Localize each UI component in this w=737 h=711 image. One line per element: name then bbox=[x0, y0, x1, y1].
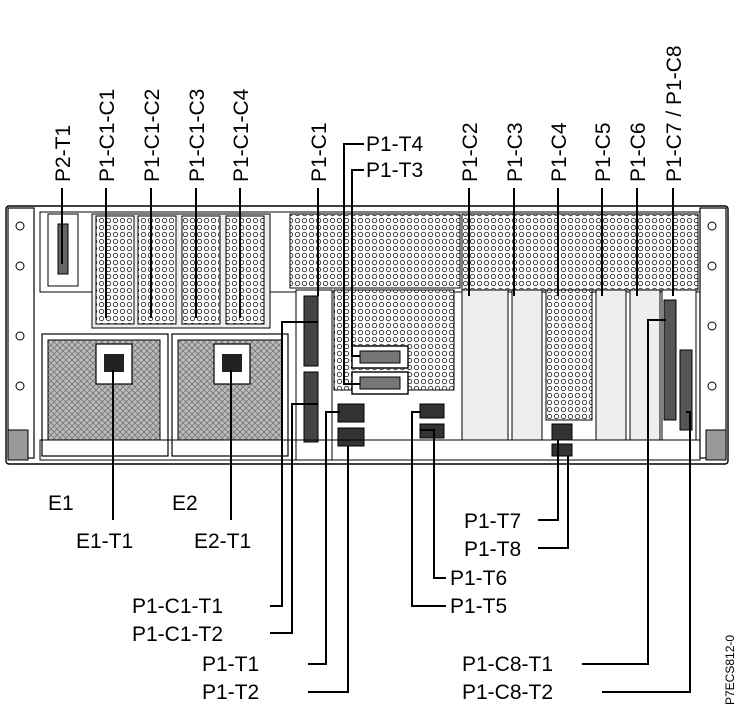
label-p1-c1-c3: P1-C1-C3 bbox=[186, 89, 209, 182]
label-p1-t1: P1-T1 bbox=[202, 653, 259, 676]
label-p1-c1-c1: P1-C1-C1 bbox=[96, 89, 119, 182]
label-p1-c5: P1-C5 bbox=[592, 122, 615, 182]
p1-t7-port bbox=[551, 423, 573, 441]
label-p2-t1: P2-T1 bbox=[52, 125, 75, 182]
label-p1-c1: P1-C1 bbox=[308, 122, 331, 182]
p1-c8-t1-port bbox=[663, 299, 677, 421]
label-p1-t3: P1-T3 bbox=[366, 159, 423, 182]
left-rack-ear bbox=[7, 207, 35, 459]
label-p1-c1-c2: P1-C1-C2 bbox=[141, 89, 164, 182]
p1-t5-port bbox=[419, 403, 445, 419]
label-p1-c1-t2: P1-C1-T2 bbox=[132, 623, 223, 646]
adapter-slots-right bbox=[461, 289, 697, 441]
label-e2: E2 bbox=[172, 492, 198, 515]
label-e1: E1 bbox=[48, 492, 74, 515]
label-p1-t4: P1-T4 bbox=[366, 133, 424, 156]
label-p1-t6: P1-T6 bbox=[450, 567, 507, 590]
label-p1-c4: P1-C4 bbox=[548, 122, 571, 182]
label-p1-c8-t2: P1-C8-T2 bbox=[462, 681, 553, 704]
figure-id: P7ECS812-0 bbox=[723, 635, 737, 705]
label-p1-c8-t1: P1-C8-T1 bbox=[462, 653, 553, 676]
power-supply-e1 bbox=[41, 333, 169, 457]
vent-area-top-right bbox=[461, 213, 699, 291]
label-p1-c7-c8: P1-C7 / P1-C8 bbox=[663, 45, 686, 182]
label-p1-c6: P1-C6 bbox=[627, 122, 650, 182]
p1-t2-port bbox=[337, 427, 365, 447]
label-p1-t5: P1-T5 bbox=[450, 595, 507, 618]
label-p1-t8: P1-T8 bbox=[464, 538, 521, 561]
label-p1-c1-c4: P1-C1-C4 bbox=[230, 88, 253, 182]
label-p1-c3: P1-C3 bbox=[504, 122, 527, 182]
leader-lines bbox=[61, 143, 691, 693]
p1-t8-port bbox=[551, 443, 573, 457]
vent-area-top bbox=[289, 213, 461, 289]
label-e2-t1: E2-T1 bbox=[194, 530, 251, 553]
label-p1-c2: P1-C2 bbox=[459, 122, 482, 182]
right-rack-ear bbox=[699, 207, 727, 459]
label-p1-c1-t1: P1-C1-T1 bbox=[132, 595, 223, 618]
label-p1-t2: P1-T2 bbox=[202, 681, 259, 704]
label-p1-t7: P1-T7 bbox=[464, 510, 521, 533]
label-e1-t1: E1-T1 bbox=[76, 530, 133, 553]
p1-c8-t2-port bbox=[679, 349, 693, 431]
p1-t1-port bbox=[337, 403, 365, 423]
p1-c1-t1-port bbox=[303, 295, 319, 367]
p1-c1-t2-port bbox=[303, 371, 319, 443]
